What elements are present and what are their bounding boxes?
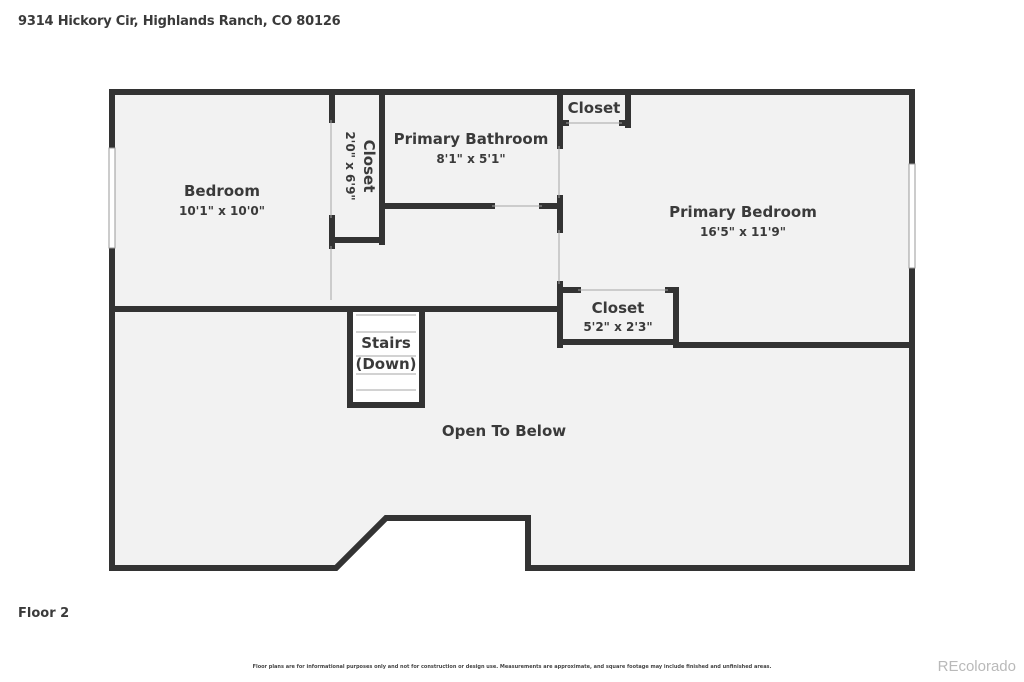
- window-right: [908, 163, 916, 269]
- primary-bedroom-name: Primary Bedroom: [669, 203, 817, 221]
- closet-small-name: Closet: [592, 299, 645, 317]
- disclaimer-text: Floor plans are for informational purpos…: [252, 664, 772, 670]
- stairs: [347, 306, 425, 408]
- window-left: [108, 147, 116, 249]
- closet-vertical-dims: 2'0" x 6'9": [343, 131, 357, 200]
- primary-bedroom-dims: 16'5" x 11'9": [700, 225, 786, 239]
- address-title: 9314 Hickory Cir, Highlands Ranch, CO 80…: [18, 14, 341, 29]
- interior-walls: [109, 89, 915, 348]
- closet-top-name: Closet: [568, 99, 621, 117]
- door-openings: [330, 120, 668, 300]
- open-to-below-label: Open To Below: [442, 422, 566, 440]
- primary-bathroom-dims: 8'1" x 5'1": [436, 152, 505, 166]
- floor-label: Floor 2: [18, 606, 70, 621]
- bedroom-dims: 10'1" x 10'0": [179, 204, 265, 218]
- closet-vertical-name: Closet: [360, 140, 378, 193]
- bedroom-name: Bedroom: [184, 182, 260, 200]
- closet-small-dims: 5'2" x 2'3": [583, 320, 652, 334]
- primary-bathroom-name: Primary Bathroom: [394, 130, 549, 148]
- floor-area: [112, 92, 912, 568]
- recolorado-watermark: REcolorado: [937, 658, 1016, 675]
- stairs-label-line2: (Down): [355, 355, 416, 373]
- stairs-label-line1: Stairs: [361, 334, 411, 352]
